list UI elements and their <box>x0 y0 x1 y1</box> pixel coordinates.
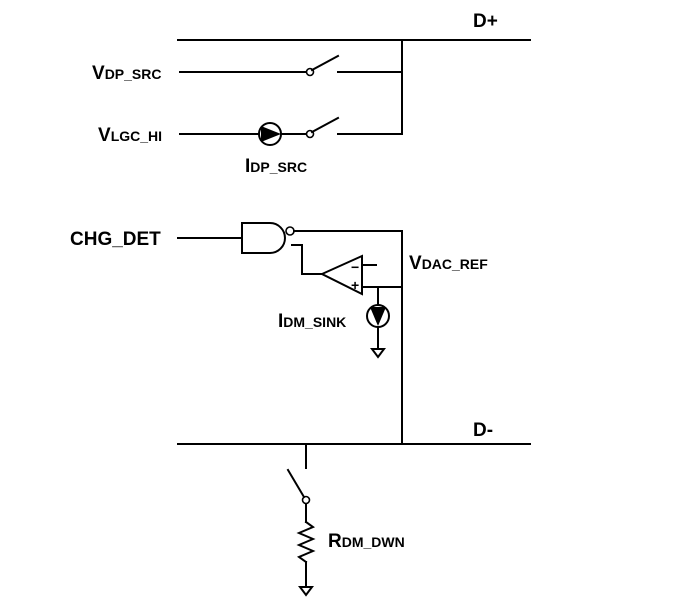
idp-src-label: IDP_SRC <box>245 156 307 177</box>
vdp-src-switch-blade <box>310 54 340 72</box>
vlgc-hi-switch-pivot <box>305 129 315 139</box>
idm-sink-ground-icon <box>370 348 386 359</box>
vdp-src-label: VDP_SRC <box>92 63 161 84</box>
rdm-dwn-switch-pivot <box>301 495 311 505</box>
rdm-dwn-switch-blade <box>286 468 306 499</box>
vlgc-hi-switch-blade <box>310 116 340 134</box>
dplus-label: D+ <box>473 11 498 32</box>
vlgc-hi-label: VLGC_HI <box>98 125 162 146</box>
chg-det-label: CHG_DET <box>70 229 161 250</box>
opamp-plus-label: + <box>351 277 359 293</box>
idp-src-current-source-icon <box>258 122 282 146</box>
opamp-minus-label: − <box>351 259 359 275</box>
dminus-label: D- <box>473 420 493 441</box>
rdm-dwn-resistor-icon <box>296 520 316 564</box>
vdp-src-switch-pivot <box>305 67 315 77</box>
idm-sink-current-source-icon <box>366 304 390 328</box>
comparator-opamp-icon <box>319 254 363 296</box>
nand-gate-icon <box>241 222 295 254</box>
idm-sink-label: IDM_SINK <box>278 311 346 332</box>
vdac-ref-label: VDAC_REF <box>409 253 488 274</box>
rdm-dwn-ground-icon <box>298 586 314 597</box>
rdm-dwn-label: RDM_DWN <box>328 531 405 552</box>
